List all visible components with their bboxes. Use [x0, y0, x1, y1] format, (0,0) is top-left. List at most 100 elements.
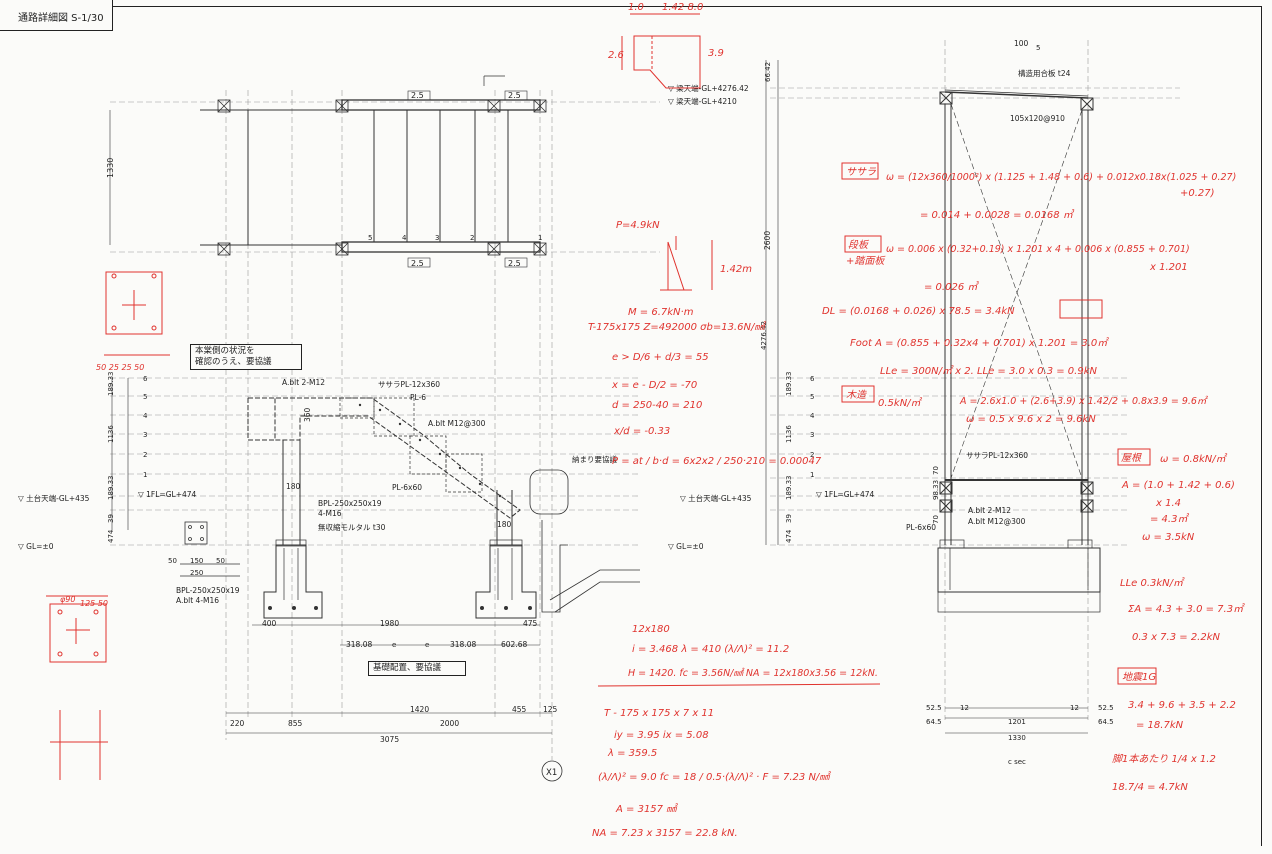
rv-dim-189-b: 189.33 [785, 476, 793, 501]
rv-bolt2: A.blt M12@300 [968, 517, 1026, 526]
dim-50-b: 50 [216, 557, 225, 565]
hw-sa: ΣA = 4.3 + 3.0 = 7.3㎡ [1128, 603, 1245, 615]
dim-189-a: 189.33 [107, 372, 115, 397]
dim-602: 602.68 [501, 640, 527, 649]
dim-318-a: 318.08 [346, 640, 372, 649]
dim-475: 475 [523, 619, 538, 628]
dim-50-a: 50 [168, 557, 177, 565]
hw-w1: ω = (12x360/1000²) x (1.125 + 1.48 + 0.6… [886, 172, 1236, 183]
hw-a3: A = (1.0 + 1.42 + 0.6) [1121, 480, 1235, 491]
rv-level-fl: ▽ 1FL=GL+474 [816, 490, 875, 499]
dim-1136: 1136 [107, 425, 115, 443]
hw-c6: λ = 359.5 [607, 748, 657, 759]
handwritten-layer: 1.0 1.42 8.0 2.6 3.9 P=4.9kN 1.42m M = 6… [46, 2, 1245, 839]
hw-js1: 3.4 + 9.6 + 3.5 + 2.2 [1128, 700, 1236, 711]
dim-180-b: 180 [497, 520, 512, 529]
hw-mok2: +踏面板 [846, 255, 886, 267]
dim-1420: 1420 [410, 705, 429, 714]
hw-lle2: LLe 0.3kN/㎡ [1120, 577, 1185, 589]
lv-3: 3 [143, 431, 147, 439]
level-hari2: ▽ 梁天端-GL+4210 [668, 96, 737, 106]
hw-jishin: 地震1G [1122, 671, 1156, 683]
hw-sasa: ササラ [846, 167, 876, 178]
frame-right-line [1261, 6, 1262, 846]
rv-dim-5: 5 [1036, 44, 1040, 52]
rv-dim-70-a: 70 [932, 466, 940, 475]
hw-s3: 50 25 25 50 [96, 363, 144, 372]
rv-joist: 105x120@910 [1010, 114, 1065, 123]
hw-s1: φ90 [60, 595, 75, 604]
dim-2-5-d: 2.5 [508, 259, 521, 268]
lv-1: 1 [143, 471, 147, 479]
lv-4: 4 [143, 412, 148, 420]
dim-2-5-c: 2.5 [411, 259, 424, 268]
hw-mok: 段板 [848, 239, 870, 251]
hw-w2: = 0.014 + 0.0028 = 0.0168 ㎥ [920, 209, 1075, 221]
hw-kyaku: 脚1本あたり 1/4 x 1.2 [1112, 753, 1216, 765]
hw-w3: ω = 0.006 x (0.32+0.19) x 1.201 x 4 + 0.… [886, 244, 1190, 255]
level-gl-mid: ▽ GL=±0 [668, 542, 704, 551]
lv-6: 6 [143, 375, 148, 383]
dim-1980: 1980 [380, 619, 399, 628]
label-mortar: 無収縮モルタル t30 [318, 522, 386, 532]
rv-dim-474: 474 [785, 529, 793, 543]
hw-c8: A = 3157 ㎟ [615, 803, 678, 815]
hw-w5: ω = 0.8kN/㎡ [1160, 453, 1228, 465]
section-view [765, 60, 1101, 734]
label-bpl: BPL-250x250x19 [318, 499, 382, 508]
rv-dim-70-b: 70 [932, 515, 940, 524]
lv-5: 5 [143, 393, 147, 401]
frame-top-line [112, 6, 1262, 7]
hw-w3b: x 1.201 [1149, 262, 1188, 273]
level-dodai: ▽ 土台天端-GL+435 [18, 493, 90, 503]
hw-c7: (λ/Λ)² = 9.0 fc = 18 / 0.5·(λ/Λ)² · F = … [598, 771, 831, 783]
note-box-confirm: 本棠側の状況を 確認のうえ、要協議 [190, 344, 302, 370]
dim-125: 125 [543, 705, 558, 714]
hw-mokv: 0.5kN/㎡ [878, 397, 923, 409]
hw-a6: ω = 3.5kN [1142, 532, 1195, 543]
label-osamari: 納まり要協議 [572, 454, 617, 464]
dim-855: 855 [288, 719, 303, 728]
rv-dim-1330: 1330 [1008, 734, 1026, 742]
hw-a4: x 1.4 [1155, 498, 1181, 509]
hw-t: T-175x175 Z=492000 σb=13.6N/㎟ [588, 321, 766, 333]
rv-dim-66: 66.42 [764, 62, 772, 82]
hw-e: e > D/6 + d/3 = 55 [612, 352, 709, 363]
hw-c9: NA = 7.23 x 3157 = 22.8 kN. [592, 828, 738, 839]
step-1: 1 [538, 234, 542, 242]
dim-2-5-a: 2.5 [411, 91, 424, 100]
rv-dim-189-a: 189.33 [785, 372, 793, 397]
hw-h26: 2.6 [608, 50, 624, 61]
rv-dim-645-b: 64.5 [1098, 718, 1114, 726]
rv-dim-525-a: 52.5 [926, 704, 942, 712]
dim-318-b: 318.08 [450, 640, 476, 649]
rv-dim-525-b: 52.5 [1098, 704, 1114, 712]
dim-39: 39 [107, 514, 115, 523]
title-block: 通路詳細図 S-1/30 [0, 0, 113, 31]
dim-360: 360 [303, 407, 312, 422]
dim-e-a: e [392, 641, 396, 649]
hw-top-a: 1.0 [628, 2, 644, 13]
dim-e-b: e [425, 641, 429, 649]
rv-dim-1201: 1201 [1008, 718, 1026, 726]
cad-layer: 1330 2.5 2.5 2.5 2.5 5 4 3 2 1 189.33 11… [18, 39, 1180, 782]
rv-dim-12-a: 12 [960, 704, 969, 712]
note-box-foundation: 基礎配置、要協議 [368, 661, 466, 676]
hw-w1b: +0.27) [1180, 188, 1215, 199]
label-bolt-4m16: A.blt 4-M16 [176, 596, 219, 605]
label-bolt-m12-300: A.blt M12@300 [428, 419, 486, 428]
hw-h142: 1.42m [720, 264, 752, 275]
label-pl6: PL-6 [410, 393, 426, 402]
plan-view [109, 75, 547, 268]
hw-xd: x/d = -0.33 [613, 426, 670, 437]
hw-c4: T - 175 x 175 x 7 x 11 [604, 708, 714, 719]
rv-bolt1: A.blt 2-M12 [968, 506, 1011, 515]
hw-top-b: 1.42 8.0 [662, 2, 703, 13]
dim-455: 455 [512, 705, 527, 714]
hw-yane: 屋根 [1121, 452, 1142, 464]
dim-250: 250 [190, 569, 203, 577]
dim-474: 474 [107, 529, 115, 543]
rv-dim-1136: 1136 [785, 425, 793, 443]
rv-lv-5: 5 [810, 393, 814, 401]
dim-3075: 3075 [380, 735, 399, 744]
